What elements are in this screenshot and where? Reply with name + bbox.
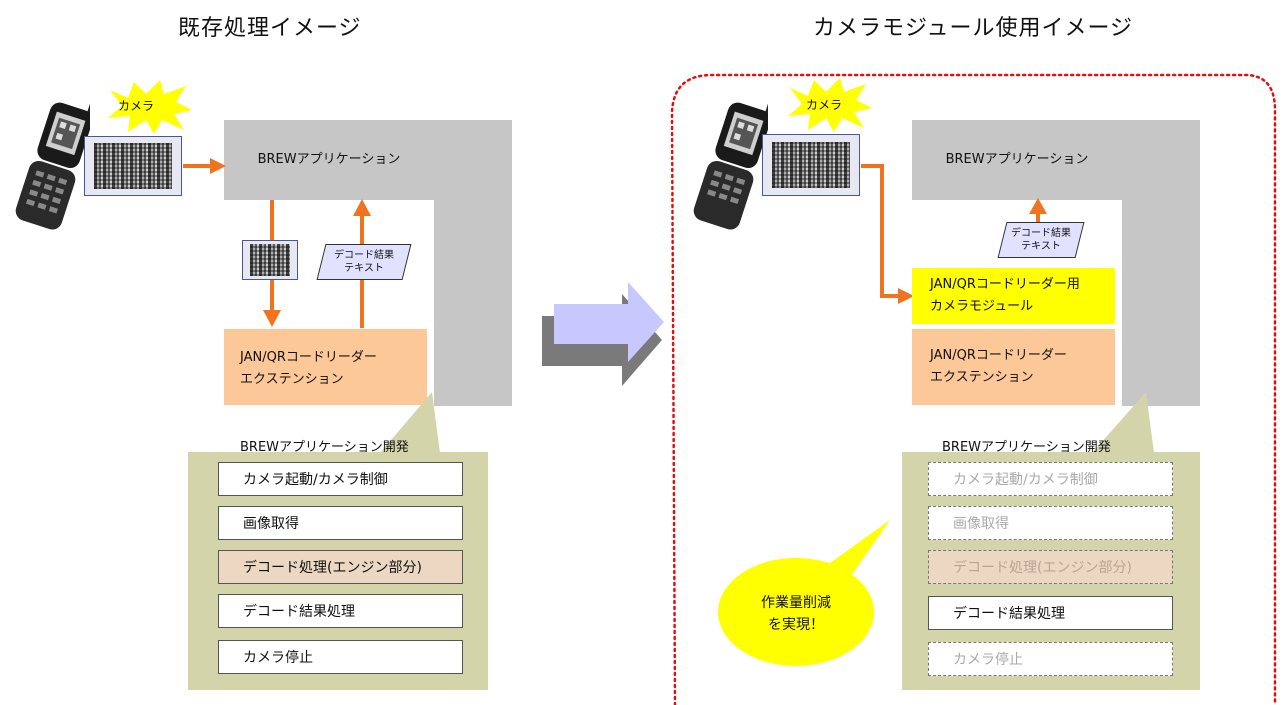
right-title: カメラモジュール使用イメージ: [813, 16, 1134, 41]
right-extension-box: JAN/QRコードリーダー エクステンション: [912, 329, 1115, 405]
callout-line1: 作業量削減: [761, 595, 831, 611]
left-title: 既存処理イメージ: [178, 16, 362, 41]
left-decode-result-line1: デコード結果: [334, 250, 394, 261]
phone-icon: [693, 102, 768, 230]
right-extension-line2: エクステンション: [930, 370, 1034, 385]
left-extension-box: JAN/QRコードリーダー エクステンション: [224, 329, 427, 405]
qr-code-icon: [762, 134, 860, 196]
right-module-line2: カメラモジュール: [930, 299, 1034, 314]
callout-text: 作業量削減 を実現！: [718, 592, 874, 636]
right-decode-result-line2: テキスト: [1021, 241, 1061, 252]
phone-icon: [15, 102, 90, 230]
camera-burst-icon: [108, 80, 192, 134]
right-dev-title: BREWアプリケーション開発: [942, 440, 1111, 455]
left-decode-result: デコード結果テキスト: [316, 244, 412, 280]
right-camera-label: カメラ: [806, 98, 843, 112]
right-step-camera-stop: カメラ停止: [928, 642, 1173, 676]
transition-arrow-icon: [542, 282, 664, 386]
left-brew-app-label: BREWアプリケーション: [257, 152, 401, 167]
left-step-decode: デコード処理(エンジン部分): [218, 550, 463, 584]
right-decode-result: デコード結果テキスト: [997, 222, 1085, 258]
right-step-camera-start: カメラ起動/カメラ制御: [928, 462, 1173, 496]
left-step-decode-result: デコード結果処理: [218, 594, 463, 628]
left-step-camera-start: カメラ起動/カメラ制御: [218, 462, 463, 496]
qr-code-icon: [84, 136, 182, 196]
camera-burst-icon: [788, 78, 872, 132]
right-decode-result-line1: デコード結果: [1011, 228, 1071, 239]
right-step-decode: デコード処理(エンジン部分): [928, 550, 1173, 584]
left-gray-block: [224, 120, 512, 406]
right-step-decode-result: デコード結果処理: [928, 596, 1173, 630]
right-module-line1: JAN/QRコードリーダー用: [930, 277, 1080, 292]
left-step-camera-stop: カメラ停止: [218, 640, 463, 674]
right-module-box: JAN/QRコードリーダー用 カメラモジュール: [912, 268, 1115, 324]
left-decode-result-line2: テキスト: [344, 263, 384, 274]
left-camera-label: カメラ: [118, 99, 155, 113]
right-brew-app-label: BREWアプリケーション: [945, 152, 1089, 167]
left-extension-line1: JAN/QRコードリーダー: [240, 350, 377, 365]
left-extension-line2: エクステンション: [240, 372, 344, 387]
callout-line2: を実現！: [768, 617, 824, 633]
left-step-image-get: 画像取得: [218, 506, 463, 540]
left-dev-title: BREWアプリケーション開発: [240, 440, 409, 455]
right-step-image-get: 画像取得: [928, 506, 1173, 540]
small-qr-icon: [242, 240, 298, 280]
right-extension-line1: JAN/QRコードリーダー: [930, 348, 1067, 363]
